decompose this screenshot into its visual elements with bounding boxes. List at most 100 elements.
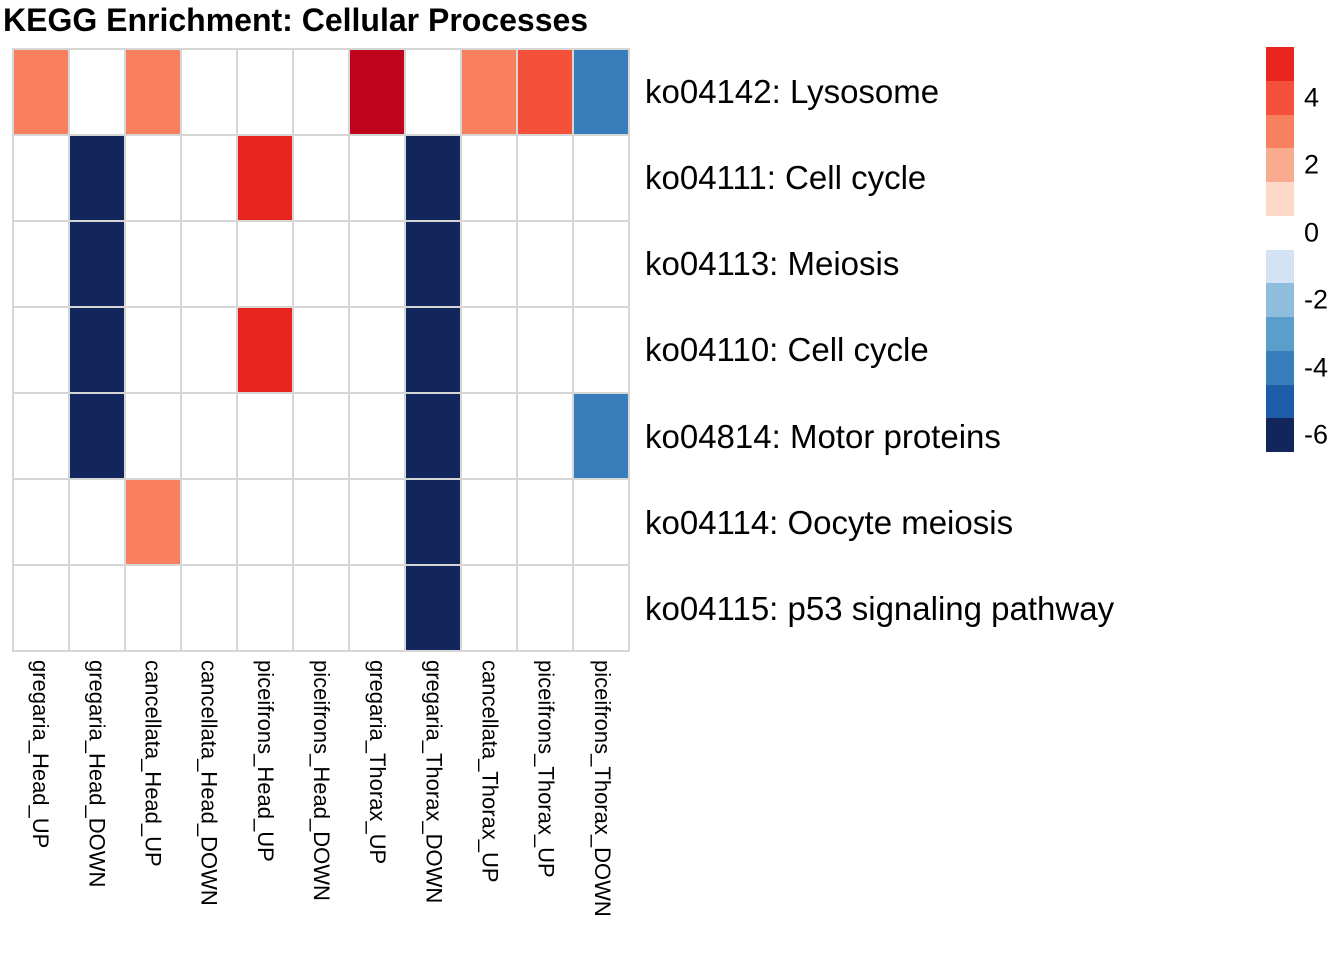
heatmap-cell	[406, 566, 460, 650]
colorbar-block	[1266, 317, 1294, 351]
heatmap-cell	[518, 308, 572, 392]
heatmap-cell	[182, 136, 236, 220]
heatmap-cell	[406, 480, 460, 564]
heatmap-cell	[126, 50, 180, 134]
heatmap-cell	[406, 394, 460, 478]
heatmap-cell	[126, 222, 180, 306]
heatmap-cell	[70, 566, 124, 650]
heatmap-cell	[518, 136, 572, 220]
colorbar-legend: 4 2 0 -2 -4 -6	[1266, 47, 1328, 452]
heatmap-cell	[462, 394, 516, 478]
column-label: piceifrons_Head_DOWN	[308, 660, 334, 901]
colorbar-block	[1266, 418, 1294, 452]
heatmap-cell	[182, 308, 236, 392]
heatmap-cell	[14, 50, 68, 134]
heatmap-cell	[350, 394, 404, 478]
heatmap-cell	[406, 222, 460, 306]
heatmap-cell	[14, 222, 68, 306]
heatmap-cell	[574, 222, 628, 306]
row-label: ko04115: p53 signaling pathway	[645, 590, 1115, 628]
heatmap-cell	[574, 394, 628, 478]
colorbar-block	[1266, 148, 1294, 182]
heatmap-cell	[574, 566, 628, 650]
colorbar-block	[1266, 283, 1294, 317]
heatmap-cell	[350, 222, 404, 306]
heatmap-cell	[462, 566, 516, 650]
column-label: cancellata_Head_DOWN	[196, 660, 222, 906]
colorbar-block	[1266, 350, 1294, 385]
colorbar-tick-label: 4	[1304, 82, 1320, 113]
heatmap-cell	[518, 394, 572, 478]
heatmap-cell	[518, 222, 572, 306]
heatmap-cell	[182, 480, 236, 564]
column-label: cancellata_Thorax_UP	[477, 660, 503, 883]
row-label: ko04114: Oocyte meiosis	[645, 504, 1014, 542]
colorbar-block	[1266, 215, 1294, 250]
heatmap-cell	[294, 480, 348, 564]
column-label: gregaria_Head_DOWN	[84, 660, 110, 888]
heatmap-cell	[238, 394, 292, 478]
row-label: ko04113: Meiosis	[645, 245, 900, 283]
heatmap-cell	[350, 480, 404, 564]
heatmap-cell	[238, 50, 292, 134]
colorbar-tick-label: 2	[1304, 149, 1320, 180]
heatmap-cell	[182, 566, 236, 650]
colorbar-block	[1266, 114, 1294, 149]
heatmap-cell	[462, 50, 516, 134]
heatmap-cell	[294, 136, 348, 220]
heatmap-cell	[238, 308, 292, 392]
heatmap-cell	[350, 136, 404, 220]
heatmap-cell	[182, 222, 236, 306]
column-label: piceifrons_Head_UP	[252, 660, 278, 862]
heatmap-cell	[294, 394, 348, 478]
heatmap-cell	[126, 394, 180, 478]
heatmap-cell	[182, 50, 236, 134]
heatmap-cell	[182, 394, 236, 478]
heatmap-cell	[350, 50, 404, 134]
heatmap-cell	[14, 480, 68, 564]
heatmap-cell	[462, 308, 516, 392]
heatmap-grid	[12, 48, 630, 652]
colorbar-block	[1266, 249, 1294, 284]
heatmap-cell	[574, 50, 628, 134]
chart-title: KEGG Enrichment: Cellular Processes	[3, 2, 589, 38]
colorbar-block	[1266, 80, 1294, 115]
heatmap-cell	[70, 222, 124, 306]
heatmap-cell	[126, 480, 180, 564]
colorbar-block	[1266, 384, 1294, 419]
heatmap-cell	[518, 50, 572, 134]
heatmap-cell	[70, 308, 124, 392]
colorbar-blocks	[1266, 47, 1294, 452]
heatmap-cell	[574, 308, 628, 392]
heatmap-cell	[462, 222, 516, 306]
heatmap-cell	[406, 50, 460, 134]
heatmap-cell	[462, 136, 516, 220]
column-label: piceifrons_Thorax_UP	[533, 660, 559, 878]
colorbar-tick-label: -6	[1304, 419, 1329, 450]
colorbar-block	[1266, 47, 1294, 81]
heatmap-cell	[238, 566, 292, 650]
colorbar-tick-label: -2	[1304, 284, 1329, 315]
colorbar-tick-label: -4	[1304, 352, 1329, 383]
column-label: piceifrons_Thorax_DOWN	[589, 660, 615, 917]
heatmap-cell	[70, 394, 124, 478]
colorbar-tick-label: 0	[1304, 217, 1320, 248]
heatmap-cell	[238, 136, 292, 220]
column-label: cancellata_Head_UP	[140, 660, 166, 867]
heatmap-cell	[14, 566, 68, 650]
column-label: gregaria_Thorax_UP	[365, 660, 391, 865]
heatmap-cell	[70, 50, 124, 134]
heatmap-cell	[126, 136, 180, 220]
heatmap-cell	[238, 222, 292, 306]
heatmap-cell	[14, 308, 68, 392]
heatmap-cell	[14, 394, 68, 478]
heatmap-cell	[574, 480, 628, 564]
heatmap-cell	[14, 136, 68, 220]
row-label: ko04814: Motor proteins	[645, 417, 1001, 455]
column-label: gregaria_Thorax_DOWN	[421, 660, 447, 904]
heatmap-cell	[238, 480, 292, 564]
row-label: ko04142: Lysosome	[645, 72, 940, 110]
heatmap-cell	[70, 136, 124, 220]
